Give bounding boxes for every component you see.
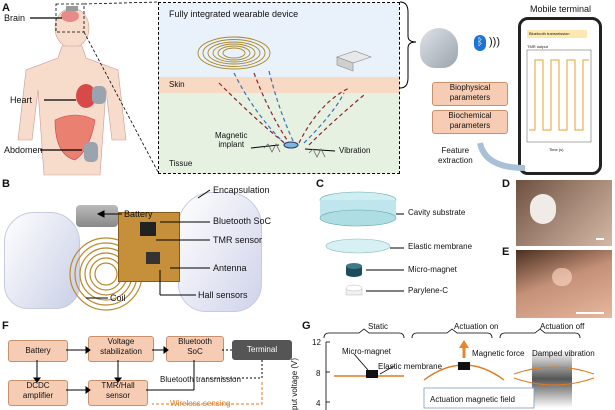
panel-f-letter: F	[2, 320, 9, 332]
tissue-label: Tissue	[169, 159, 193, 168]
g-damped-vibration-label: Damped vibration	[532, 349, 595, 358]
bluetooth-transmission-label: Bluetooth transmission	[160, 375, 241, 384]
g-micro-magnet-label: Micro-magnet	[342, 347, 391, 356]
wireless-signal-icon: )))	[489, 36, 500, 48]
scale-bar-d	[596, 238, 604, 240]
voltage-stabilization-box: Voltage stabilization	[88, 336, 154, 362]
panel-g-illustration	[325, 340, 595, 410]
battery-label: Battery	[124, 209, 153, 219]
bluetooth-soc-box: Bluetooth SoC	[166, 336, 224, 362]
biochemical-parameters: Biochemical parameters	[432, 110, 508, 134]
phone-plot-label: TMR output	[527, 44, 548, 49]
finger-holding-implant-photo	[516, 180, 612, 246]
bluetooth-chip	[140, 222, 156, 236]
tmr-sensor-label: TMR sensor	[213, 235, 263, 245]
battery-photo	[76, 205, 118, 227]
encapsulation-label: Encapsulation	[213, 185, 270, 195]
phone: Bluetooth transmission TMR output Time (…	[518, 17, 602, 175]
feature-arrow	[477, 142, 526, 171]
g-elastic-membrane-label: Elastic membrane	[378, 362, 443, 371]
state-actuation-on: Actuation on	[454, 322, 499, 331]
bluetooth-icon: ᛒ	[474, 35, 486, 51]
cavity-substrate-label: Cavity substrate	[408, 208, 466, 217]
magnetic-implant-label: Magnetic implant	[215, 131, 248, 149]
brain-label: Brain	[4, 13, 26, 23]
scale-bar-e	[576, 312, 604, 314]
abdomen-label: Abdomen	[4, 145, 43, 155]
mobile-terminal-title: Mobile terminal	[530, 4, 592, 14]
phone-bar-text: Bluetooth transmission	[529, 31, 570, 36]
g-tick-4: 4	[316, 399, 321, 408]
inset-wearable-device: Fully integrated wearable device Skin Ti…	[158, 2, 400, 174]
hall-sensors-label: Hall sensors	[198, 290, 248, 300]
human-body-illustration	[17, 1, 159, 176]
wearable-device-photo	[420, 28, 458, 68]
device-exploded-view	[319, 191, 404, 296]
antenna-label: Antenna	[213, 263, 247, 273]
panel-g-letter: G	[302, 320, 311, 332]
g-tick-12: 12	[312, 338, 321, 347]
panel-f-arrows	[33, 346, 263, 405]
left-shell	[4, 212, 80, 309]
phone-time-label: Time (s)	[549, 147, 564, 152]
panel-a-letter: A	[2, 2, 10, 14]
vibration-label: Vibration	[339, 146, 371, 155]
bump-on-skin	[552, 268, 572, 286]
coil-label: Coil	[110, 293, 126, 303]
tmr-chip	[146, 252, 160, 264]
skin-implant-photo	[516, 250, 612, 318]
skin-layer	[159, 77, 399, 93]
g-magnetic-force-label: Magnetic force	[472, 349, 525, 358]
state-actuation-off: Actuation off	[540, 322, 585, 331]
implant-device	[530, 194, 556, 224]
battery-box: Battery	[8, 340, 68, 362]
panel-c-letter: C	[316, 178, 324, 190]
inset-title: Fully integrated wearable device	[169, 9, 299, 19]
wireless-sensing-label: Wireless sensing	[170, 399, 231, 408]
inset-diagram	[197, 36, 372, 158]
g-ylabel: put voltage (V)	[290, 357, 299, 410]
skin-label: Skin	[169, 80, 185, 89]
terminal-box: Terminal	[232, 340, 292, 360]
panel-d-letter: D	[502, 178, 510, 190]
g-tick-8: 8	[316, 369, 321, 378]
feature-extraction-label: Feature extraction	[438, 146, 473, 165]
elastic-membrane-label: Elastic membrane	[408, 242, 473, 251]
panel-b-leaders	[86, 189, 211, 299]
bracket-connector	[399, 1, 417, 89]
state-brackets	[323, 328, 581, 339]
panel-e-letter: E	[502, 246, 510, 258]
phone-app-bar	[527, 30, 587, 38]
micro-magnet-label: Micro-magnet	[408, 265, 457, 274]
biophysical-parameters: Biophysical parameters	[432, 82, 508, 106]
panel-b-letter: B	[2, 178, 10, 190]
parylene-c-label: Parylene-C	[408, 286, 449, 295]
heart-label: Heart	[10, 95, 33, 105]
bluetooth-soc-label: Bluetooth SoC	[213, 216, 272, 226]
g-actuation-field-label: Actuation magnetic field	[430, 395, 515, 404]
state-static: Static	[368, 322, 389, 331]
phone-signal-plot	[526, 49, 592, 143]
inset-sky	[159, 3, 399, 77]
